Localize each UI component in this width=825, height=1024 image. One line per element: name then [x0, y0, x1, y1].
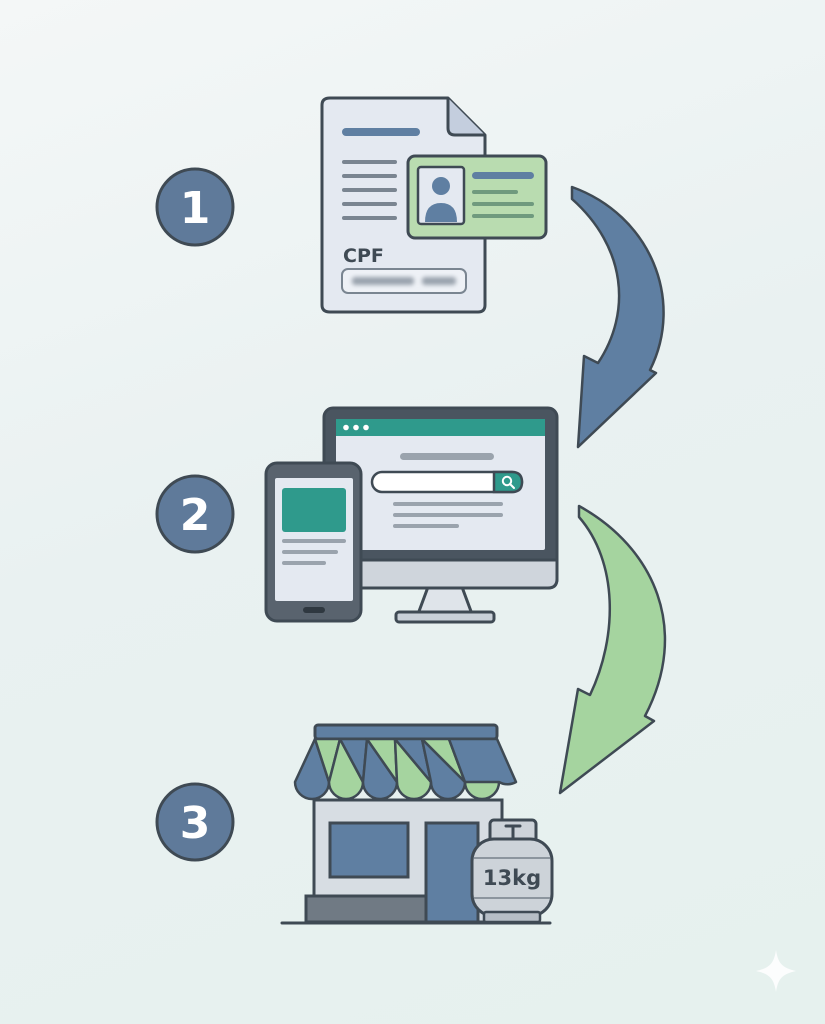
- sparkle-icon: [756, 950, 796, 992]
- step-number-3: 3: [180, 798, 211, 849]
- storefront-icon: [280, 723, 552, 925]
- id-card-icon: [406, 154, 548, 240]
- document-icon: CPF: [320, 96, 487, 314]
- awning-top: [313, 723, 499, 741]
- step-badge-2: 2: [155, 474, 235, 554]
- gas-cylinder-icon: 13kg: [470, 818, 554, 924]
- store-door: [424, 821, 480, 924]
- awning: [293, 737, 518, 801]
- gas-cylinder-label: 13kg: [483, 866, 541, 890]
- smartphone-icon: [264, 461, 363, 623]
- step-badge-3: 3: [155, 782, 235, 862]
- store-window: [328, 821, 410, 879]
- browser-title-bar: [336, 419, 545, 436]
- step-number-2: 2: [180, 490, 211, 541]
- step-number-1: 1: [180, 183, 211, 234]
- step-badge-1: 1: [155, 167, 235, 247]
- person-icon: [432, 177, 450, 195]
- search-icon: [501, 475, 515, 489]
- search-bar: [370, 470, 524, 494]
- phone-banner: [282, 488, 346, 532]
- desktop-monitor-icon: [322, 406, 559, 624]
- cpf-label: CPF: [343, 245, 384, 267]
- arrow-step1-to-step2: [570, 185, 665, 449]
- arrow-step2-to-step3: [558, 504, 667, 795]
- cpf-blurred-digits: [352, 277, 456, 285]
